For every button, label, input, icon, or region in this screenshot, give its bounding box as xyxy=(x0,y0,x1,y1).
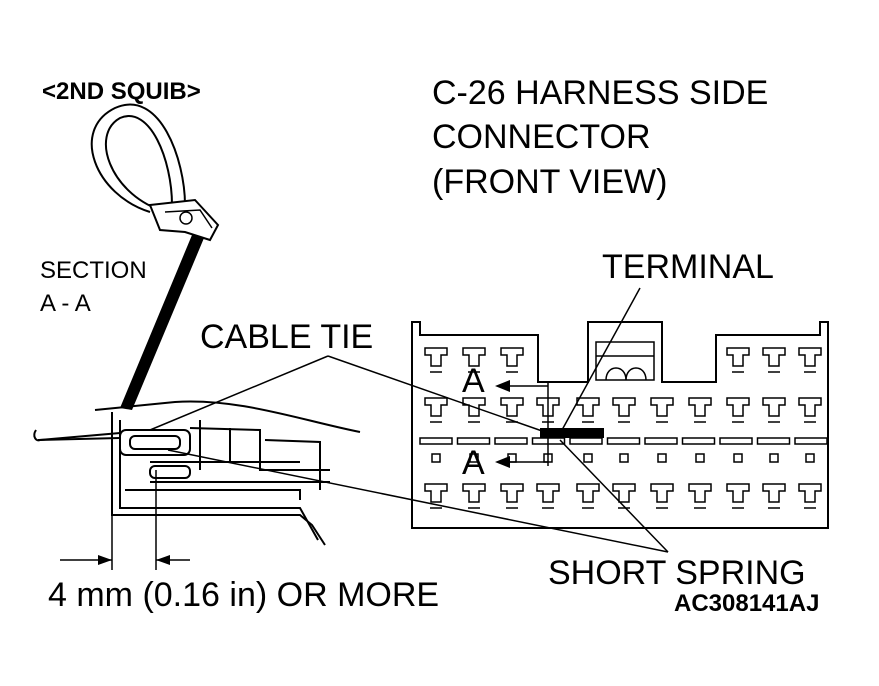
terminal xyxy=(798,397,822,423)
section-arrows xyxy=(495,380,549,468)
terminal xyxy=(612,483,636,509)
section-label-line1: SECTION xyxy=(40,257,147,284)
terminal xyxy=(726,347,750,373)
spring-slot xyxy=(644,437,678,445)
terminal xyxy=(424,483,448,509)
terminal-cavity xyxy=(769,453,779,463)
short-spring-highlight xyxy=(540,428,604,438)
connector-title-line3: (FRONT VIEW) xyxy=(432,163,667,201)
terminal xyxy=(688,397,712,423)
section-pointer-wedge xyxy=(120,235,204,410)
terminal xyxy=(688,483,712,509)
terminal-cavity xyxy=(431,453,441,463)
connector-title-line1: C-26 HARNESS SIDE xyxy=(432,74,768,112)
terminal xyxy=(726,397,750,423)
section-label-line2: A - A xyxy=(40,290,91,317)
terminal xyxy=(762,397,786,423)
leader-lines xyxy=(149,287,669,553)
terminal xyxy=(500,347,524,373)
terminal xyxy=(650,397,674,423)
section-marker-bottom: A xyxy=(462,444,485,482)
spring-slot xyxy=(419,437,453,445)
terminal-row-1 xyxy=(424,347,822,373)
cable-tie-loop-illustration xyxy=(90,103,220,242)
terminal xyxy=(798,347,822,373)
terminal xyxy=(500,483,524,509)
terminal xyxy=(650,483,674,509)
terminal xyxy=(462,483,486,509)
terminal xyxy=(536,483,560,509)
dimension-label: 4 mm (0.16 in) OR MORE xyxy=(48,576,439,614)
section-view xyxy=(33,400,361,546)
cable-tie-label: CABLE TIE xyxy=(200,318,373,356)
terminal-row-4 xyxy=(424,483,822,509)
terminal xyxy=(762,483,786,509)
terminal-cavity xyxy=(619,453,629,463)
spring-slot xyxy=(794,437,828,445)
terminal xyxy=(726,483,750,509)
terminal xyxy=(424,347,448,373)
terminal xyxy=(612,397,636,423)
spring-slot xyxy=(569,437,603,445)
terminal-cavity xyxy=(805,453,815,463)
terminal xyxy=(762,347,786,373)
terminal xyxy=(424,397,448,423)
spring-slot xyxy=(681,437,716,445)
terminal-cavity xyxy=(657,453,667,463)
terminal-cavity xyxy=(469,453,479,463)
short-spring-label: SHORT SPRING xyxy=(548,554,806,592)
terminal xyxy=(576,397,600,423)
spring-slot xyxy=(756,437,791,445)
dimension-marker xyxy=(60,470,190,570)
spring-slot xyxy=(494,437,528,445)
terminal-cavity xyxy=(695,453,705,463)
terminal-cavity xyxy=(583,453,593,463)
terminal-row-3 xyxy=(431,453,815,463)
terminal xyxy=(576,483,600,509)
spring-slot xyxy=(456,437,491,445)
terminal-row-2 xyxy=(424,397,822,423)
spring-slot xyxy=(719,437,753,445)
connector-title-line2: CONNECTOR xyxy=(432,118,651,156)
short-spring-strip xyxy=(419,437,828,445)
figure-code: AC308141AJ xyxy=(674,590,819,617)
terminal xyxy=(462,347,486,373)
connector-front-view xyxy=(411,321,829,529)
terminal xyxy=(798,483,822,509)
terminal-cavity xyxy=(733,453,743,463)
terminal xyxy=(462,397,486,423)
squib-title: <2ND SQUIB> xyxy=(42,78,201,105)
spring-slot xyxy=(606,437,641,445)
terminal-label: TERMINAL xyxy=(602,248,774,286)
section-marker-top: A xyxy=(462,362,485,400)
